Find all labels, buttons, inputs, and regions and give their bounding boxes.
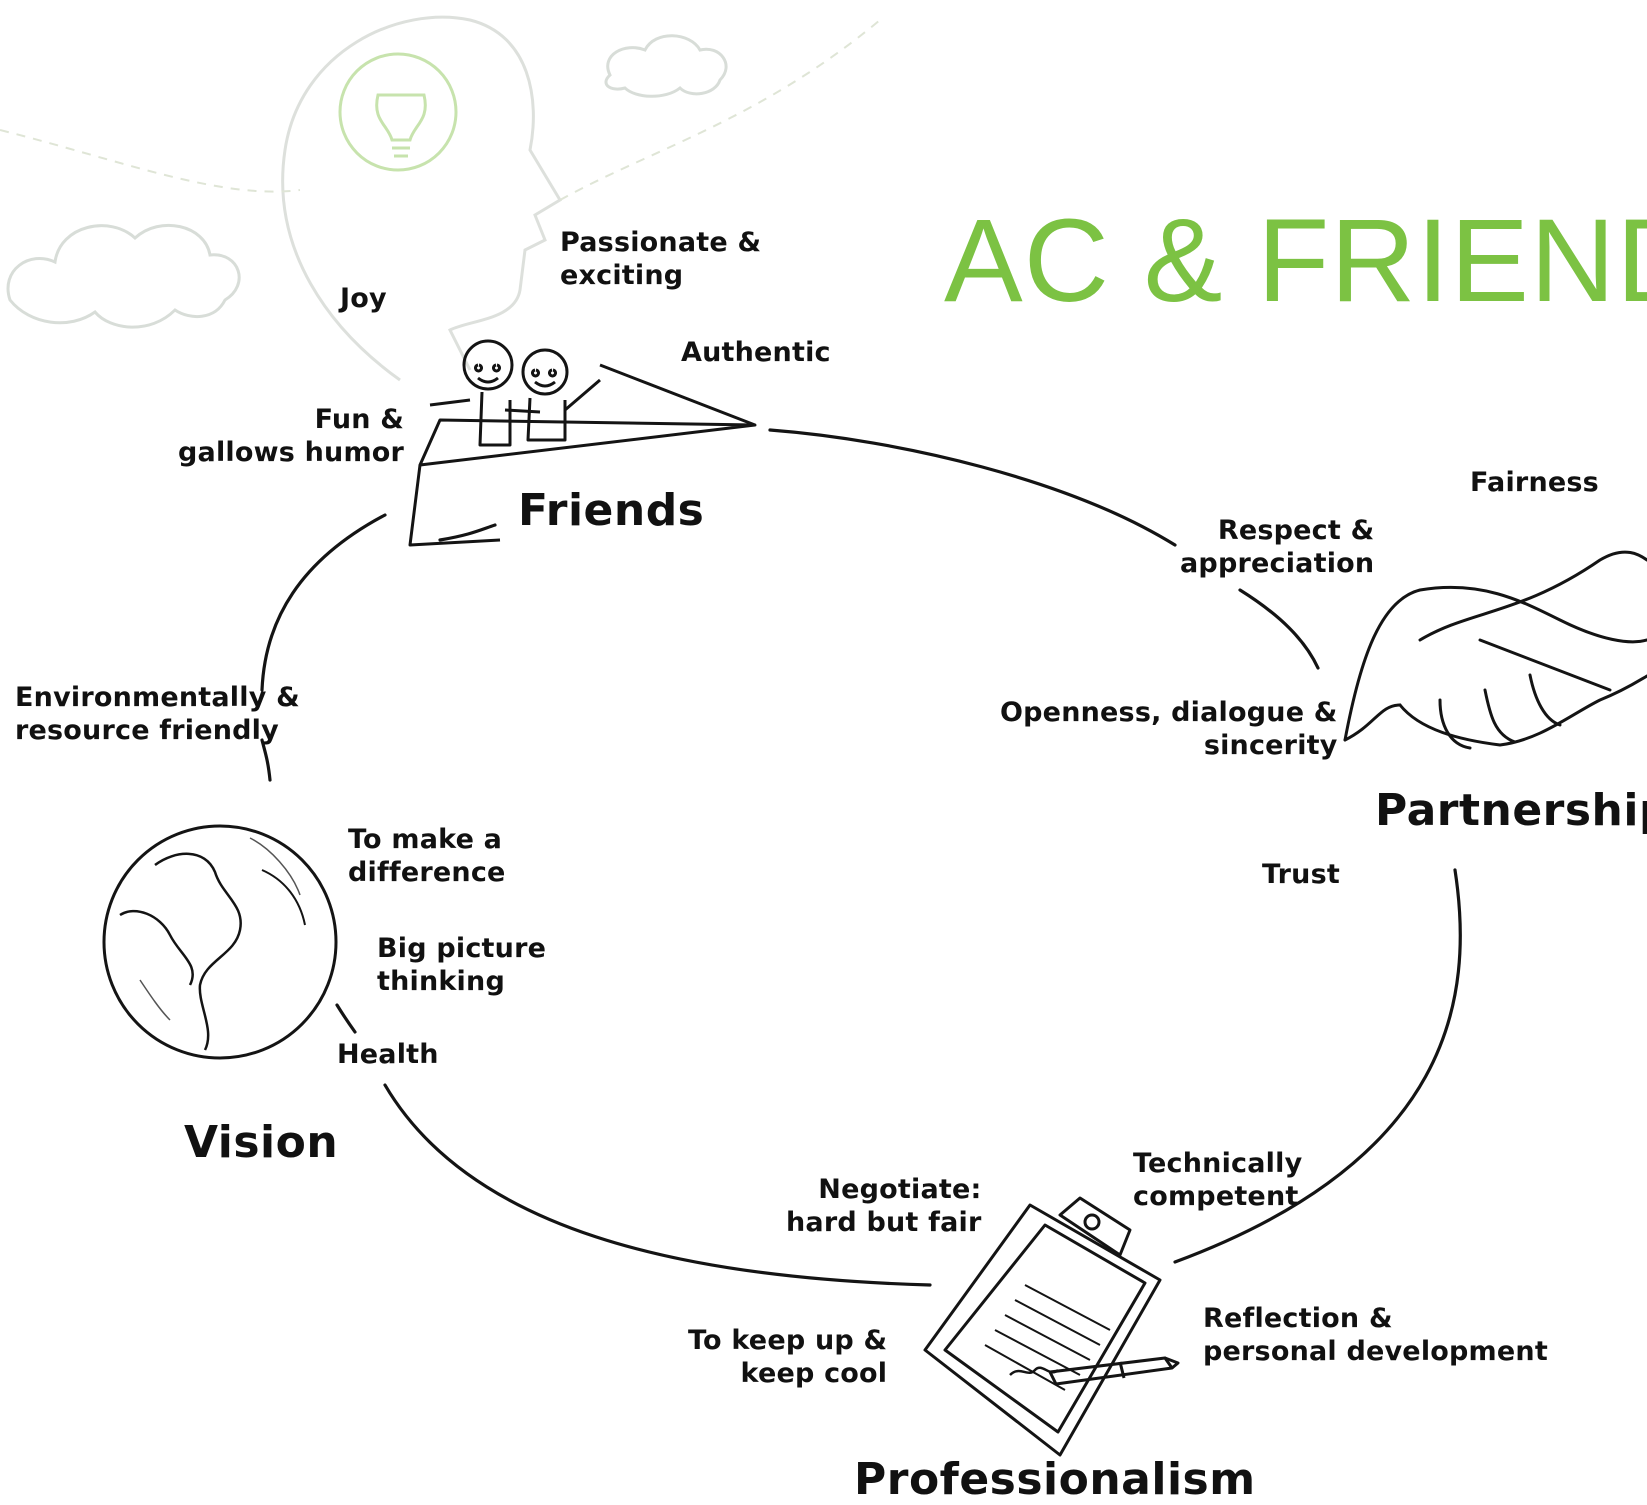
clipboard-pen-icon <box>923 1196 1180 1457</box>
lightbulb-icon <box>338 52 458 172</box>
hub-professionalism: Professionalism <box>854 1454 1256 1505</box>
hub-friends: Friends <box>518 485 705 536</box>
value-difference: To make a difference <box>348 824 506 888</box>
value-trust: Trust <box>1262 859 1340 890</box>
value-passionate: Passionate & exciting <box>560 227 762 291</box>
value-environment: Environmentally & resource friendly <box>15 682 300 746</box>
paper-plane-friends-icon <box>408 339 757 547</box>
hub-partnership: Partnership <box>1375 785 1647 836</box>
head-silhouette-icon <box>281 15 563 382</box>
value-authentic: Authentic <box>681 337 831 368</box>
dashed-flight-path <box>0 19 881 201</box>
value-keep-up: To keep up & keep cool <box>688 1325 888 1389</box>
value-technically: Technically competent <box>1133 1148 1303 1212</box>
globe-icon <box>102 824 338 1060</box>
handshake-icon <box>1343 550 1647 750</box>
cloud-icon <box>6 34 728 329</box>
value-fun: Fun & gallows humor <box>178 404 405 468</box>
value-negotiate: Negotiate: hard but fair <box>786 1174 982 1238</box>
cycle-arcs <box>260 428 1462 1287</box>
value-respect: Respect & appreciation <box>1180 515 1375 579</box>
value-fairness: Fairness <box>1470 467 1599 498</box>
hub-vision: Vision <box>184 1117 339 1168</box>
value-big-picture: Big picture thinking <box>377 933 547 997</box>
value-joy: Joy <box>340 283 387 314</box>
page-title: AC & FRIEND <box>944 195 1647 327</box>
value-reflection: Reflection & personal development <box>1203 1303 1548 1367</box>
value-openness: Openness, dialogue & sincerity <box>1000 697 1338 761</box>
value-health: Health <box>337 1039 439 1070</box>
